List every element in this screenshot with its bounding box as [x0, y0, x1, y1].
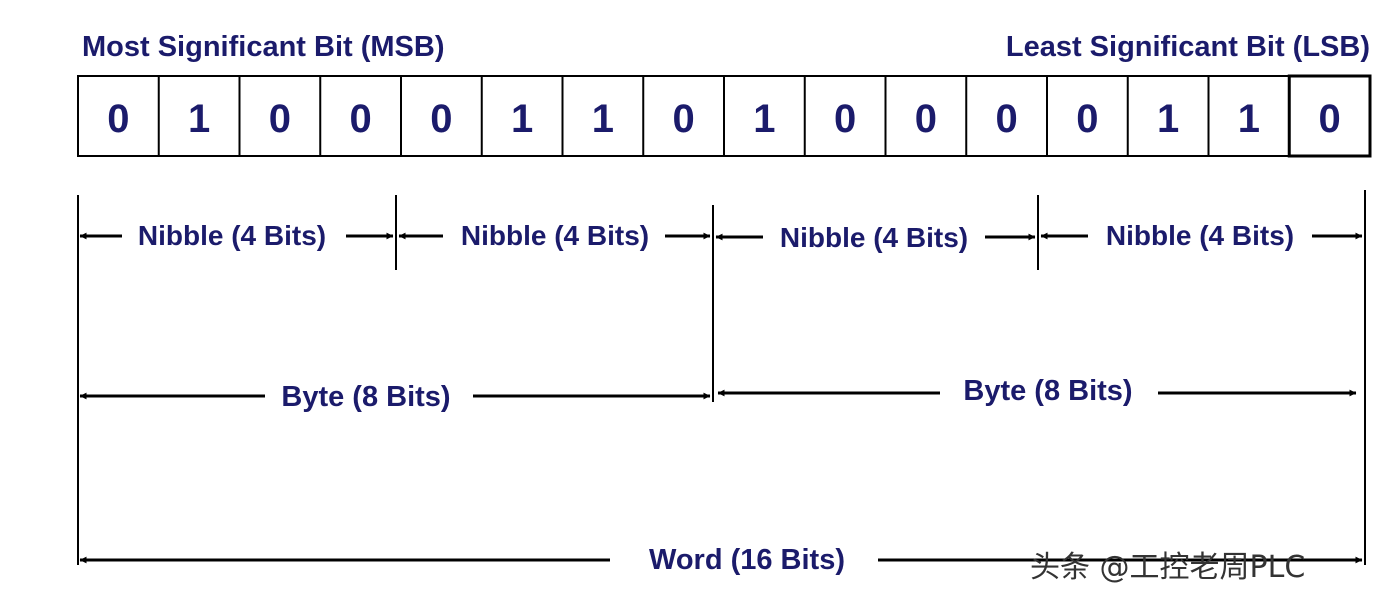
bit-value: 1	[753, 97, 775, 141]
bit-value: 0	[350, 97, 372, 141]
bit-value: 0	[1076, 97, 1098, 141]
nibble-1-label: Nibble (4 Bits)	[138, 220, 326, 251]
byte-2-label: Byte (8 Bits)	[963, 375, 1132, 407]
bit-value: 0	[915, 97, 937, 141]
lsb-label: Least Significant Bit (LSB)	[1006, 31, 1370, 63]
bit-value: 0	[673, 97, 695, 141]
bit-value: 1	[1157, 97, 1179, 141]
bit-value: 1	[511, 97, 533, 141]
msb-label: Most Significant Bit (MSB)	[82, 31, 444, 63]
bit-value: 0	[107, 97, 129, 141]
bit-value: 0	[430, 97, 452, 141]
nibble-4-label: Nibble (4 Bits)	[1106, 220, 1294, 251]
word-label: Word (16 Bits)	[649, 544, 845, 576]
bit-value: 0	[269, 97, 291, 141]
bit-value: 1	[188, 97, 210, 141]
nibble-3-label: Nibble (4 Bits)	[780, 222, 968, 253]
lsb-cell-highlight	[1287, 74, 1372, 158]
byte-1-label: Byte (8 Bits)	[281, 381, 450, 413]
bit-value: 1	[592, 97, 614, 141]
bit-value: 1	[1238, 97, 1260, 141]
bit-cells: 0 1 0 0 0 1 1 0 1 0 0 0 0 1 1 0	[107, 74, 1372, 158]
bit-value: 0	[834, 97, 856, 141]
bit-value: 0	[1319, 97, 1341, 141]
watermark-text: 头条 @工控老周PLC	[1030, 550, 1305, 585]
nibble-2-label: Nibble (4 Bits)	[461, 220, 649, 251]
bit-value: 0	[996, 97, 1018, 141]
